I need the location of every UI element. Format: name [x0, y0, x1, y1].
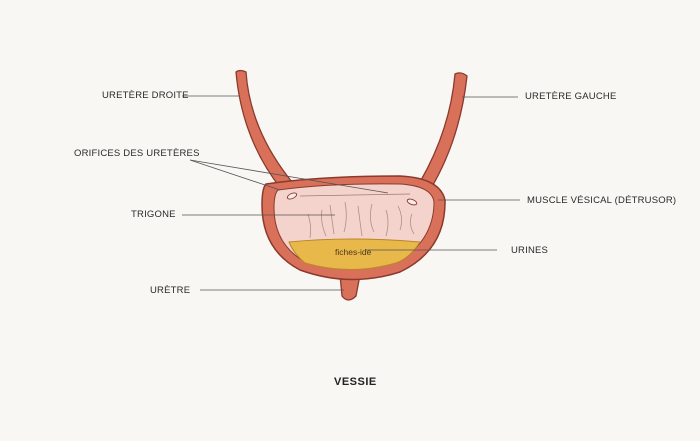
label-left-ureter: URETÈRE GAUCHE: [525, 91, 617, 102]
urine-pool: [288, 238, 421, 270]
urethra: [339, 274, 361, 301]
label-urine: URINES: [511, 245, 549, 256]
label-urethra: URÈTRE: [150, 285, 191, 296]
label-detrusor-muscle: MUSCLE VÉSICAL (DÉTRUSOR): [527, 195, 677, 206]
left-ureteral-orifice: [406, 198, 418, 206]
diagram-title: VESSIE: [334, 376, 377, 388]
label-right-ureter: URETÈRE DROITE: [102, 90, 189, 101]
right-ureter: [235, 69, 293, 191]
right-ureteral-orifice: [286, 192, 298, 200]
label-ureteral-orifices: ORIFICES DES URETÈRES: [74, 148, 200, 159]
label-trigone: TRIGONE: [131, 209, 176, 220]
leader-lines: [182, 95, 520, 291]
trigone-strokes: [299, 193, 415, 239]
watermark-text: fiches-ide: [335, 247, 372, 257]
left-ureter: [419, 72, 468, 191]
